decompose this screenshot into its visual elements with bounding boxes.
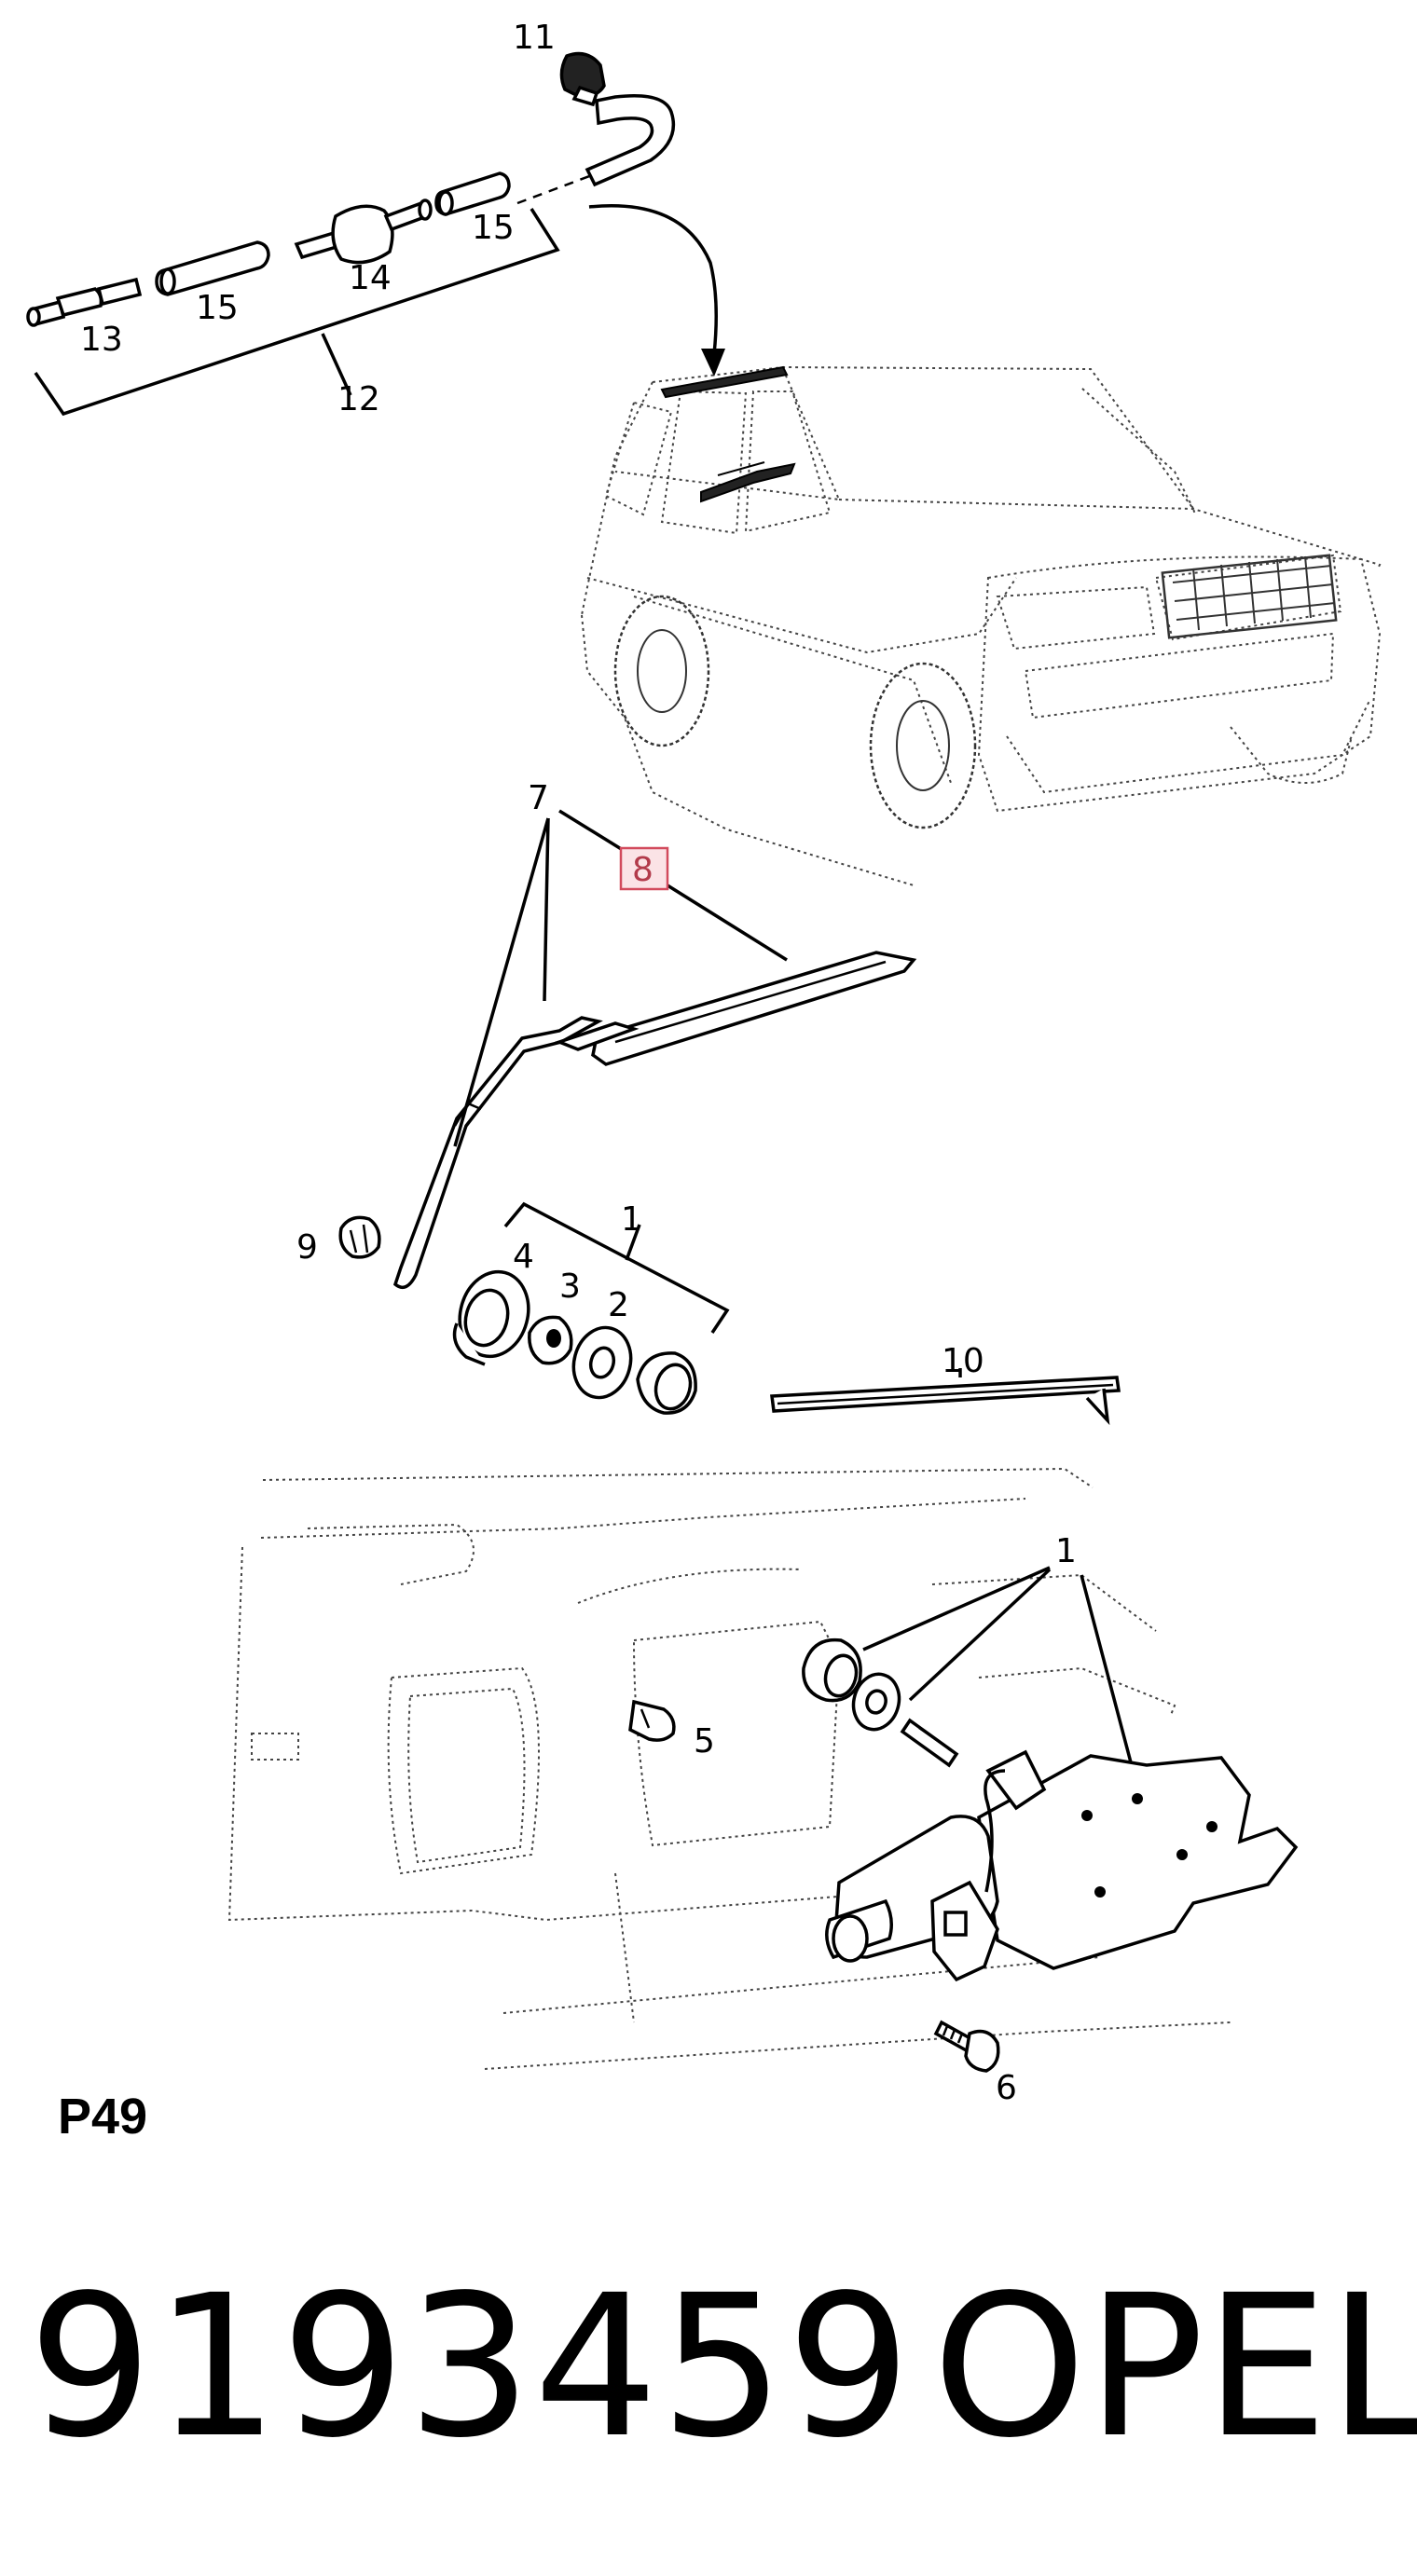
connector-dash — [516, 173, 593, 205]
hose-piece-right — [434, 171, 511, 216]
bracket-1a — [503, 1201, 730, 1334]
callout-labels: 11 15 14 15 13 12 7 8 1 9 4 3 2 10 1 5 6 — [80, 19, 1077, 2107]
washer-hose-assembly — [26, 51, 725, 417]
label-11: 11 — [513, 19, 556, 57]
label-15-right: 15 — [472, 209, 515, 247]
cap-part-4 — [452, 1269, 530, 1366]
label-2: 2 — [608, 1286, 629, 1324]
rear-wiper-icon — [700, 461, 796, 503]
label-3: 3 — [559, 1267, 581, 1306]
vehicle-illustration — [581, 365, 1382, 886]
leader-7a — [543, 817, 550, 1002]
label-10: 10 — [942, 1342, 984, 1380]
leader-1b-b — [908, 1568, 1052, 1702]
hose-piece-left — [155, 240, 270, 296]
label-15-left: 15 — [196, 289, 239, 327]
leader-8b — [667, 884, 788, 962]
label-13: 13 — [80, 321, 123, 359]
label-14: 14 — [349, 259, 392, 297]
label-8-highlighted[interactable]: 8 — [619, 846, 669, 891]
arrow-head-icon — [701, 349, 725, 377]
wiper-arm-assembly — [392, 809, 917, 1290]
brand-name: OPEL — [932, 2253, 1417, 2481]
page-code: P49 — [58, 2089, 148, 2144]
washer-nozzle — [559, 51, 606, 107]
grille-icon — [1161, 554, 1338, 639]
leader-7b — [453, 817, 550, 1147]
wiper-blade-insert — [770, 1368, 1121, 1426]
label-12: 12 — [337, 380, 380, 418]
rear-wheel-icon — [613, 595, 710, 747]
leader-12 — [321, 333, 352, 396]
washer-part-2 — [571, 1325, 633, 1400]
tailgate-illustration — [227, 1467, 1231, 2070]
front-wheel-icon — [869, 662, 977, 829]
leader-1a — [625, 1224, 641, 1261]
roof-wiper-icon — [660, 365, 789, 399]
label-5: 5 — [694, 1722, 715, 1761]
motor-washer — [851, 1672, 901, 1732]
label-9: 9 — [296, 1228, 318, 1267]
label-1-bottom: 1 — [1055, 1532, 1077, 1570]
label-7: 7 — [528, 779, 549, 817]
leader-8a — [558, 809, 624, 852]
cap-nut — [338, 1215, 381, 1259]
hose-bent — [585, 93, 676, 187]
grommet-part-1 — [636, 1351, 697, 1415]
hose-connector — [26, 277, 143, 327]
motor-wire — [984, 1769, 1006, 1893]
label-6: 6 — [996, 2069, 1017, 2107]
wiper-motor — [802, 1566, 1299, 1982]
bolt-6 — [933, 2020, 1000, 2073]
pivot-small-parts — [338, 1201, 730, 1415]
label-4: 4 — [513, 1238, 534, 1276]
bracket-12 — [34, 208, 560, 417]
hex-nut — [528, 1315, 573, 1365]
label-8: 8 — [632, 851, 653, 889]
leader-1b-a — [862, 1566, 1051, 1651]
label-1-top: 1 — [621, 1200, 642, 1239]
curved-arrow — [588, 204, 718, 355]
leader-1b-c — [1080, 1574, 1137, 1781]
part-number: 9193459 — [28, 2253, 914, 2481]
screw-5 — [628, 1699, 676, 1742]
check-valve — [294, 199, 433, 265]
motor-grommet — [802, 1637, 862, 1703]
